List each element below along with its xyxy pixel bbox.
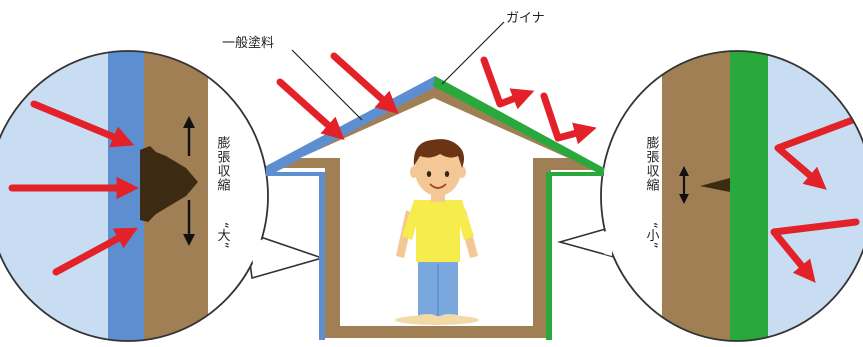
right-expansion-arrows — [679, 166, 689, 204]
boy-hair — [413, 139, 464, 168]
left-crack-icon — [140, 146, 198, 222]
roof-incoming-arrows — [276, 52, 399, 140]
heat-ray-arrow-icon — [770, 218, 860, 283]
right-sky-area — [768, 51, 863, 341]
heat-ray-arrow-icon — [30, 100, 135, 148]
callout-line — [441, 21, 505, 85]
left-magnified-bubble: 膨張収縮 “大” — [0, 50, 325, 342]
down-arrowhead — [183, 234, 195, 246]
right-expansion-label: 膨張収縮 — [644, 136, 660, 192]
boy-shoe-right — [439, 314, 461, 322]
regular-paint-coat — [266, 76, 437, 340]
down-arrowhead — [679, 194, 689, 204]
right-magnified-bubble: 膨張収縮 “小” — [557, 50, 863, 342]
heat-ray-arrow-icon — [330, 52, 399, 114]
right-bubble-outline — [600, 50, 863, 342]
left-size-label: “大” — [215, 222, 231, 248]
right-gaina-layer — [730, 51, 768, 341]
left-heat-arrows — [8, 100, 139, 276]
general-paint-label: 一般塗料 — [222, 35, 274, 51]
roof-reflected-arrows — [480, 56, 597, 145]
up-arrowhead — [183, 116, 195, 128]
up-arrowhead — [679, 166, 689, 176]
left-expansion-label: 膨張収縮 — [215, 136, 231, 192]
heat-ray-arrow-icon — [52, 227, 138, 276]
boy-shirt — [402, 200, 474, 262]
heat-ray-arrow-icon — [276, 78, 345, 140]
gaina-callout: ガイナ — [441, 11, 545, 85]
boy-shoe-left — [416, 314, 438, 322]
gaina-label: ガイナ — [506, 11, 545, 26]
left-bubble-outline — [0, 50, 269, 342]
callout-line — [291, 49, 363, 121]
heat-ray-arrow-icon — [480, 56, 535, 110]
right-crack-icon — [700, 178, 730, 192]
right-reflected-arrows — [770, 114, 862, 283]
left-expansion-arrows — [183, 116, 195, 246]
boy-icon — [396, 139, 478, 322]
heat-ray-arrow-icon — [540, 92, 597, 145]
right-size-label: “小” — [644, 222, 660, 248]
general-paint-callout: 一般塗料 — [222, 35, 363, 121]
gaina-coat — [433, 76, 604, 340]
heat-ray-arrow-icon — [774, 114, 862, 190]
right-wall-layer — [662, 51, 730, 341]
